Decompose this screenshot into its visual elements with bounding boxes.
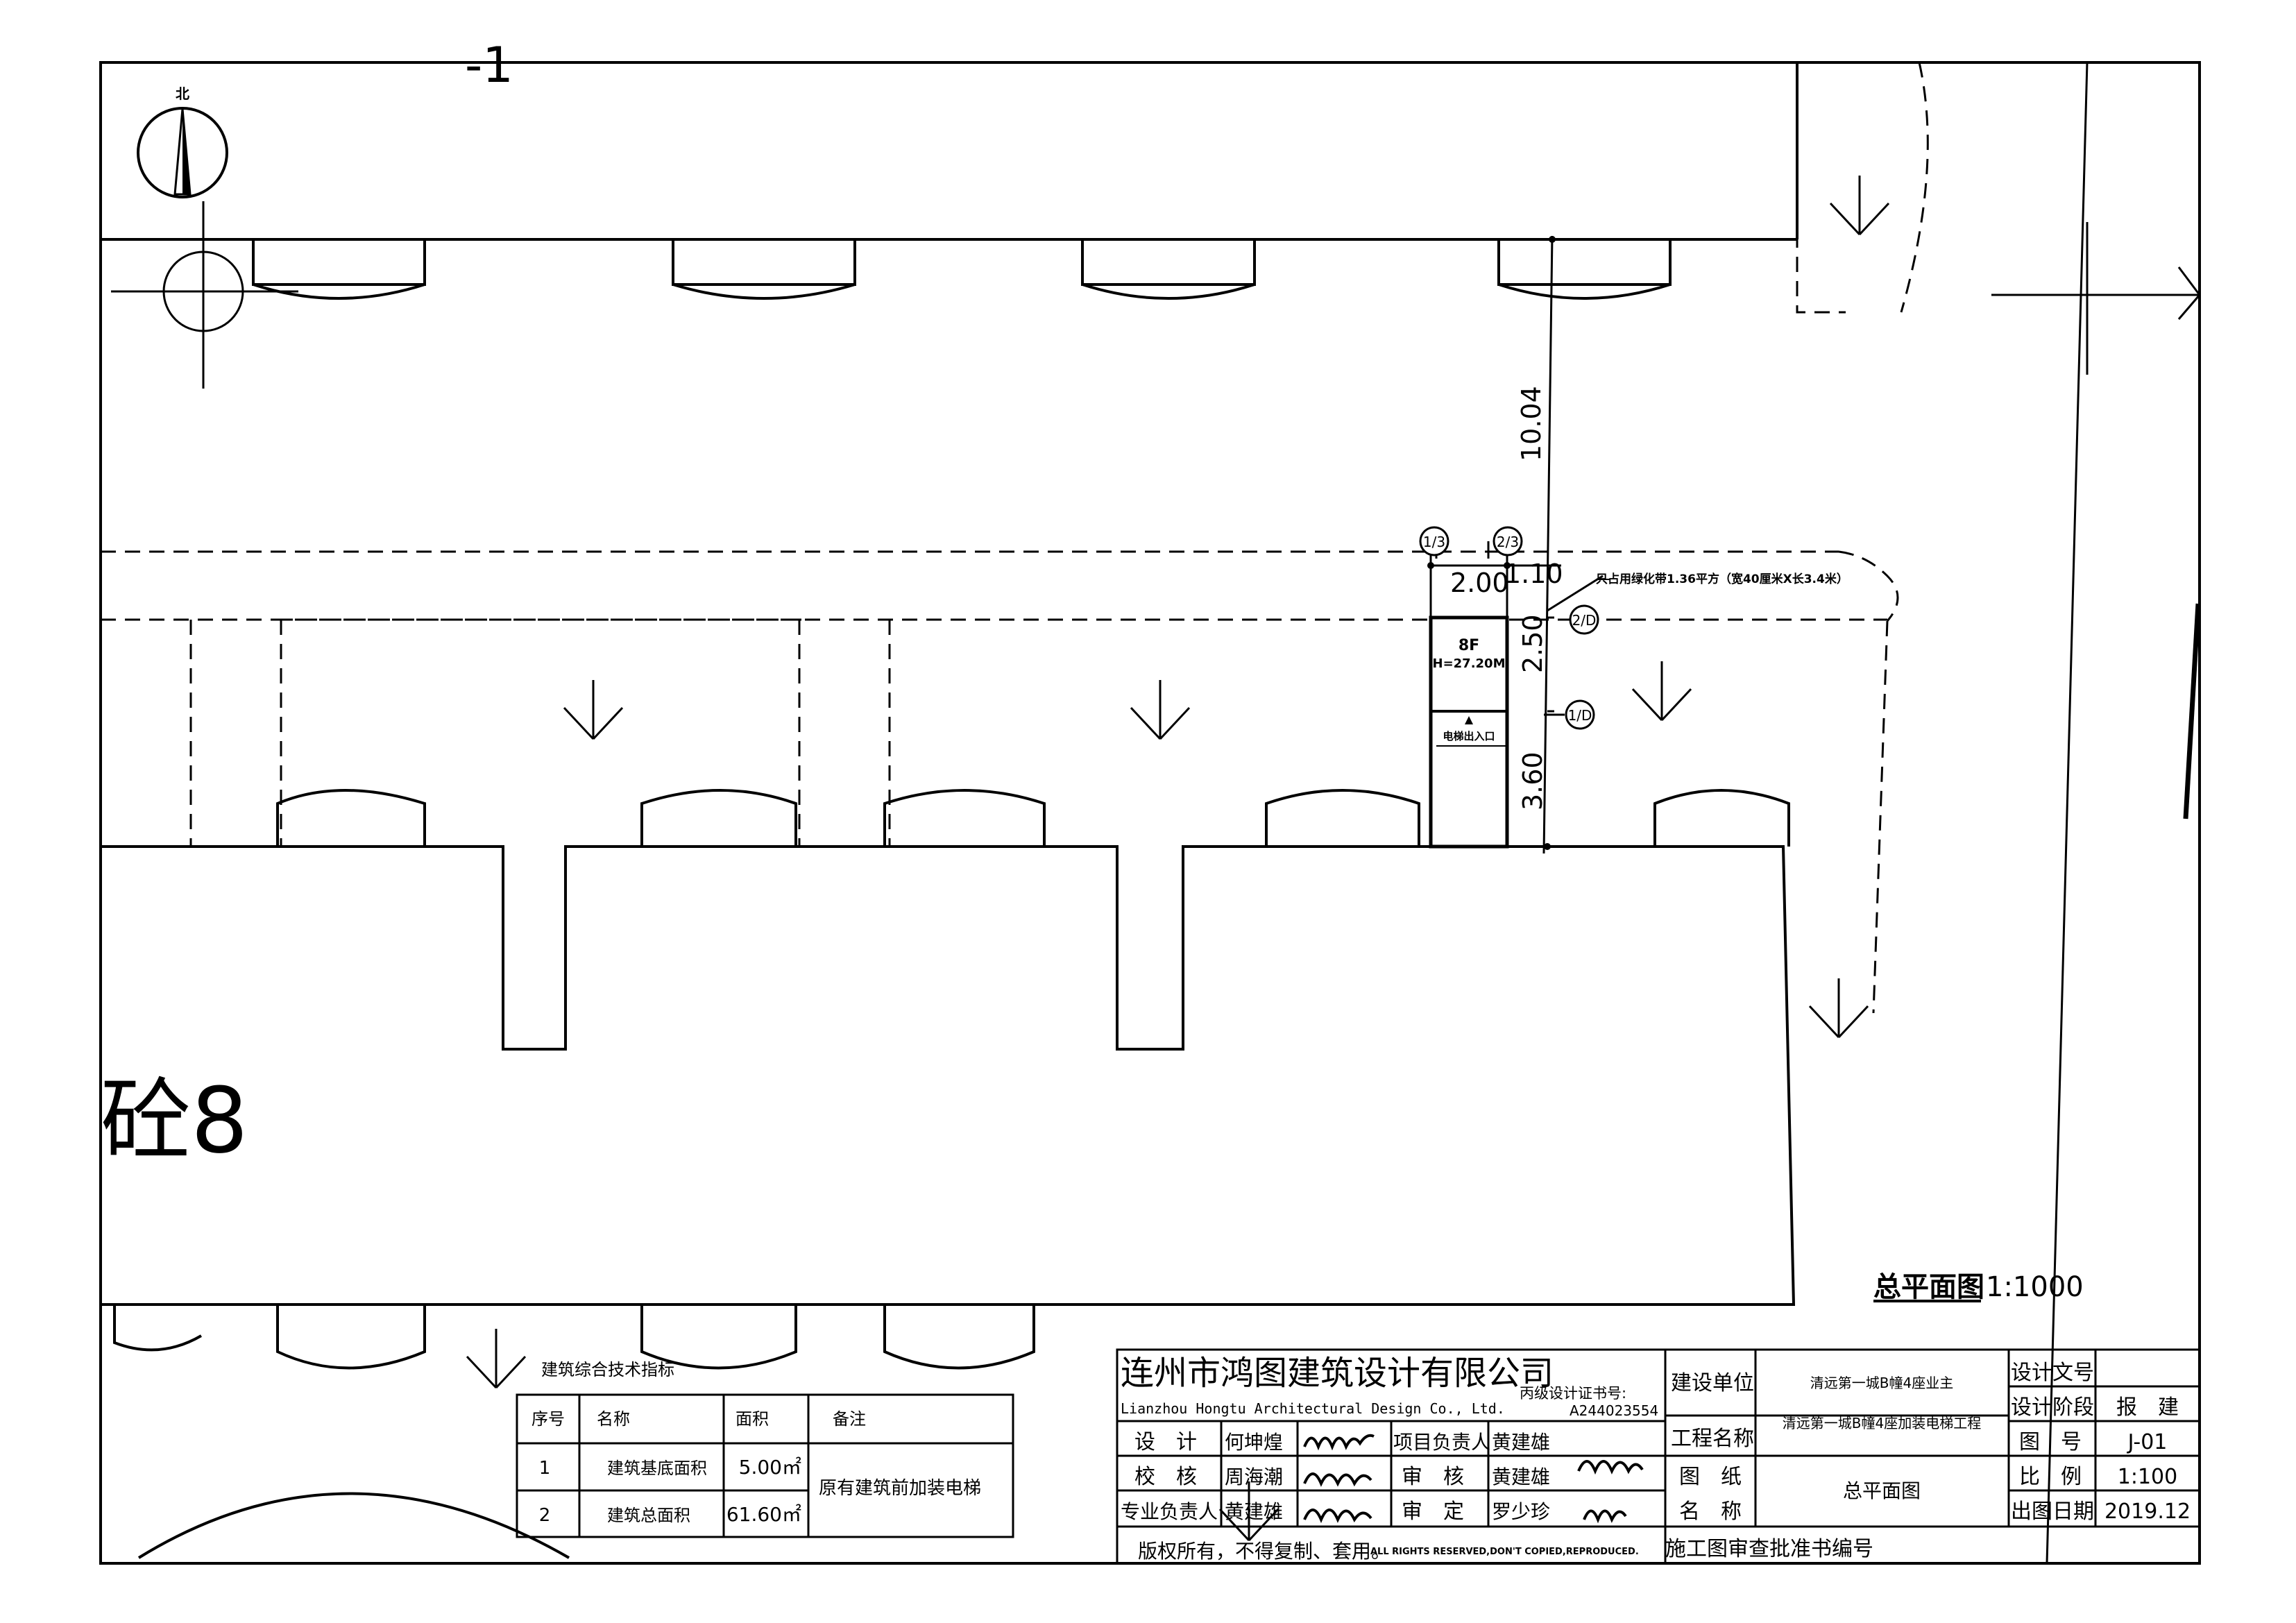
- approval-number-label: 施工图审查批准书编号: [1665, 1537, 1873, 1561]
- company-name-en: Lianzhou Hongtu Architectural Design Co.…: [1121, 1400, 1505, 1417]
- grass-icon: [1808, 977, 1869, 1039]
- label-doc-no: 设计文号: [2011, 1361, 2094, 1385]
- grass-icon: [563, 679, 624, 740]
- grass-icon: [466, 1327, 527, 1389]
- indicator-row-2-name: 建筑总面积: [607, 1506, 690, 1525]
- label-project-lead: 项目负责人: [1393, 1431, 1490, 1454]
- indicator-row-1-name: 建筑基底面积: [607, 1459, 707, 1478]
- company-name: 连州市鸿图建筑设计有限公司: [1121, 1354, 1554, 1393]
- label-date: 出图日期: [2011, 1499, 2094, 1524]
- label-review: 审 核: [1402, 1465, 1464, 1489]
- designer-name: 何坤煌: [1225, 1431, 1283, 1454]
- dimension-2-50: 2.50: [1517, 614, 1548, 673]
- label-project: 工程名称: [1671, 1427, 1754, 1451]
- label-scale: 比 例: [2019, 1465, 2082, 1489]
- label-specialist: 专业负责人: [1121, 1500, 1218, 1523]
- label-design: 设 计: [1134, 1430, 1197, 1454]
- sheet-value: J-01: [2127, 1430, 2168, 1454]
- site-boundary-dashed: [101, 550, 1899, 1014]
- indicator-header-area: 面积: [735, 1409, 769, 1429]
- indicator-header-name: 名称: [597, 1409, 630, 1429]
- axis-label-2-d: 2/D: [1572, 612, 1597, 629]
- indicator-header-remark: 备注: [833, 1409, 866, 1429]
- indicator-row-2-area: 61.60㎡: [726, 1503, 801, 1526]
- project-value: 清远第一城B幢4座加装电梯工程: [1783, 1415, 1981, 1431]
- building-floors: 8F: [1459, 637, 1479, 654]
- dimension-2-00: 2.00: [1450, 568, 1509, 598]
- grass-icon: [1631, 660, 1692, 722]
- indicator-remark: 原有建筑前加装电梯: [819, 1478, 981, 1499]
- indicator-table-title: 建筑综合技术指标: [541, 1360, 674, 1379]
- approver-name: 罗少珍: [1492, 1500, 1550, 1523]
- label-client: 建设单位: [1671, 1371, 1754, 1395]
- building-height: H=27.20M: [1433, 656, 1506, 671]
- indicator-row-1-area: 5.00㎡: [739, 1456, 801, 1479]
- project-lead-name: 黄建雄: [1492, 1431, 1550, 1454]
- cert-number: A244023554: [1570, 1402, 1658, 1419]
- elevator-addition: [1429, 615, 1509, 849]
- signature-marks: [1303, 1434, 1644, 1524]
- drawing-name-value: 总平面图: [1843, 1479, 1921, 1502]
- middle-building-outline: [101, 789, 1796, 1306]
- top-building-outline: [101, 62, 1798, 300]
- axis-label-1-d: 1/D: [1568, 707, 1592, 724]
- label-drawing-2: 名 称: [1679, 1499, 1742, 1524]
- north-label: 北: [176, 85, 189, 102]
- partial-top-text: -1: [465, 37, 513, 94]
- indicator-table: [516, 1393, 1014, 1538]
- indicator-header-no: 序号: [532, 1409, 565, 1429]
- reviewer-name: 黄建雄: [1492, 1465, 1550, 1488]
- scale-value: 1:100: [2118, 1465, 2177, 1489]
- north-arrow-icon: 北: [137, 85, 228, 198]
- dimension-10-04: 10.04: [1516, 386, 1547, 461]
- stage-value: 报 建: [2116, 1395, 2179, 1420]
- cert-label: 丙级设计证书号:: [1520, 1385, 1626, 1402]
- indicator-row-1-no: 1: [539, 1458, 551, 1479]
- road-upper-right: [1796, 62, 1929, 314]
- plan-title: 总平面图: [1873, 1271, 1984, 1303]
- road-far-right: [1991, 62, 2201, 1564]
- elevator-entrance-label: 电梯出入口: [1443, 730, 1495, 742]
- date-value: 2019.12: [2104, 1499, 2191, 1524]
- green-area-note: 只占用绿化带1.36平方（宽40厘米X长3.4米）: [1596, 572, 1848, 586]
- label-drawing-1: 图 纸: [1679, 1465, 1742, 1489]
- axis-label-2-3: 2/3: [1497, 534, 1519, 550]
- title-block-grid: [1116, 1348, 2201, 1565]
- dimension-3-60: 3.60: [1517, 751, 1548, 810]
- axis-bubbles: [1419, 526, 1599, 730]
- plan-scale: 1:1000: [1986, 1271, 2084, 1303]
- label-sheet: 图 号: [2019, 1430, 2082, 1454]
- axis-label-1-3: 1/3: [1423, 534, 1445, 550]
- label-stage: 设计阶段: [2011, 1395, 2094, 1420]
- copyright-text: 版权所有，不得复制、套用。: [1138, 1540, 1391, 1563]
- copyright-text-en: ALL RIGHTS RESERVED,DON'T COPIED,REPRODU…: [1370, 1547, 1639, 1557]
- grass-icon: [1829, 174, 1890, 236]
- bottom-building-outline: [101, 1303, 1794, 1559]
- checker-name: 周海潮: [1225, 1465, 1283, 1488]
- label-check: 校 核: [1134, 1465, 1197, 1489]
- crosshair-marker: [111, 201, 298, 389]
- dimension-1-10: 1.10: [1504, 559, 1563, 589]
- indicator-row-2-no: 2: [539, 1505, 551, 1526]
- dimension-ticks: [1427, 236, 1556, 850]
- client-value: 清远第一城B幢4座业主: [1810, 1375, 1953, 1391]
- grass-icon: [1130, 679, 1191, 740]
- block-label: 砼8: [101, 1068, 248, 1173]
- specialist-name: 黄建雄: [1225, 1500, 1283, 1523]
- label-approve: 审 定: [1402, 1499, 1464, 1524]
